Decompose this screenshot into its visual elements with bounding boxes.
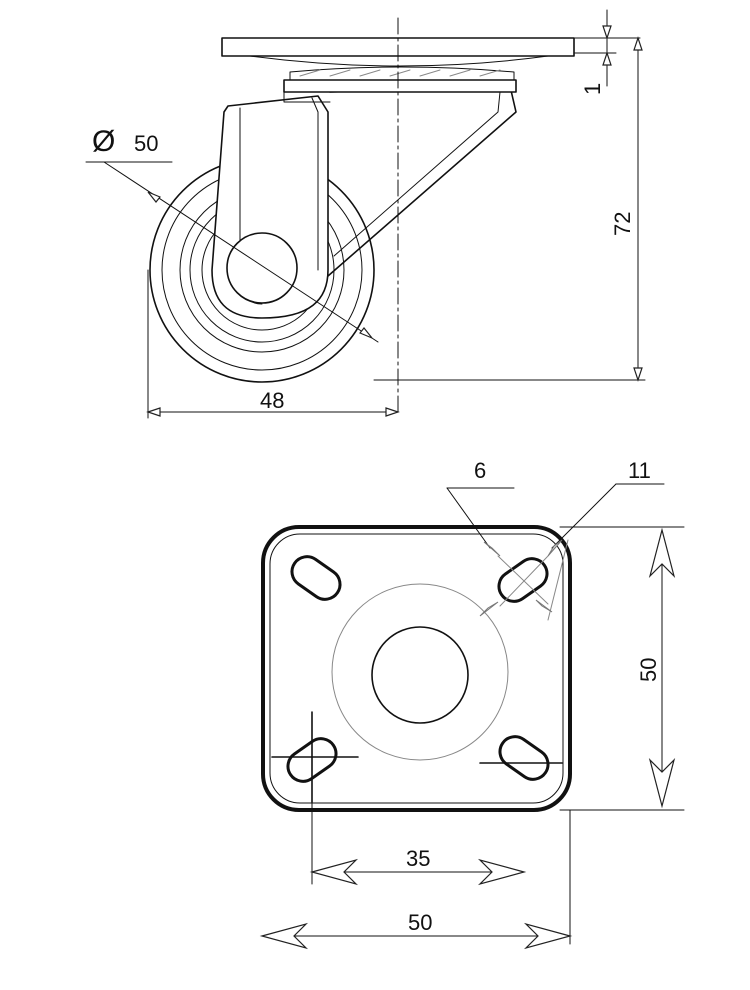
offset-value: 48: [260, 388, 284, 413]
diameter-value: 50: [134, 131, 158, 156]
plate-width-dimension: 50: [259, 809, 573, 950]
mounting-plate: [261, 525, 572, 812]
height-value: 72: [610, 212, 635, 236]
kingpin-hole: [371, 626, 469, 724]
bearing-race: [331, 583, 509, 761]
fork: [211, 85, 517, 319]
wheel-diameter-dimension: Ø 50: [85, 125, 379, 343]
plate-thickness-dimension: 1: [573, 9, 641, 95]
swivel-bearing: [283, 66, 517, 103]
swivel-offset-dimension: 48: [146, 269, 400, 419]
plate-width-value: 50: [408, 910, 432, 935]
slot-holes: [286, 555, 550, 783]
plate-height-dimension: 50: [559, 526, 685, 811]
slot-dimension: 6 11: [446, 458, 665, 621]
overall-height-dimension: 72: [373, 36, 646, 382]
hole-spacing-value: 35: [406, 846, 430, 871]
plate-height-value: 50: [636, 658, 661, 682]
slot-length-value: 11: [628, 458, 651, 483]
thickness-value: 1: [580, 83, 605, 95]
hole-spacing-dimension: 35: [309, 759, 527, 886]
diameter-symbol: Ø: [92, 125, 115, 158]
hole-centre-marks: [271, 711, 563, 803]
plate-view: 6 11 50 35 50: [259, 458, 685, 950]
slot-width-value: 6: [474, 458, 486, 483]
side-view: Ø 50 1 72 48: [85, 9, 646, 419]
